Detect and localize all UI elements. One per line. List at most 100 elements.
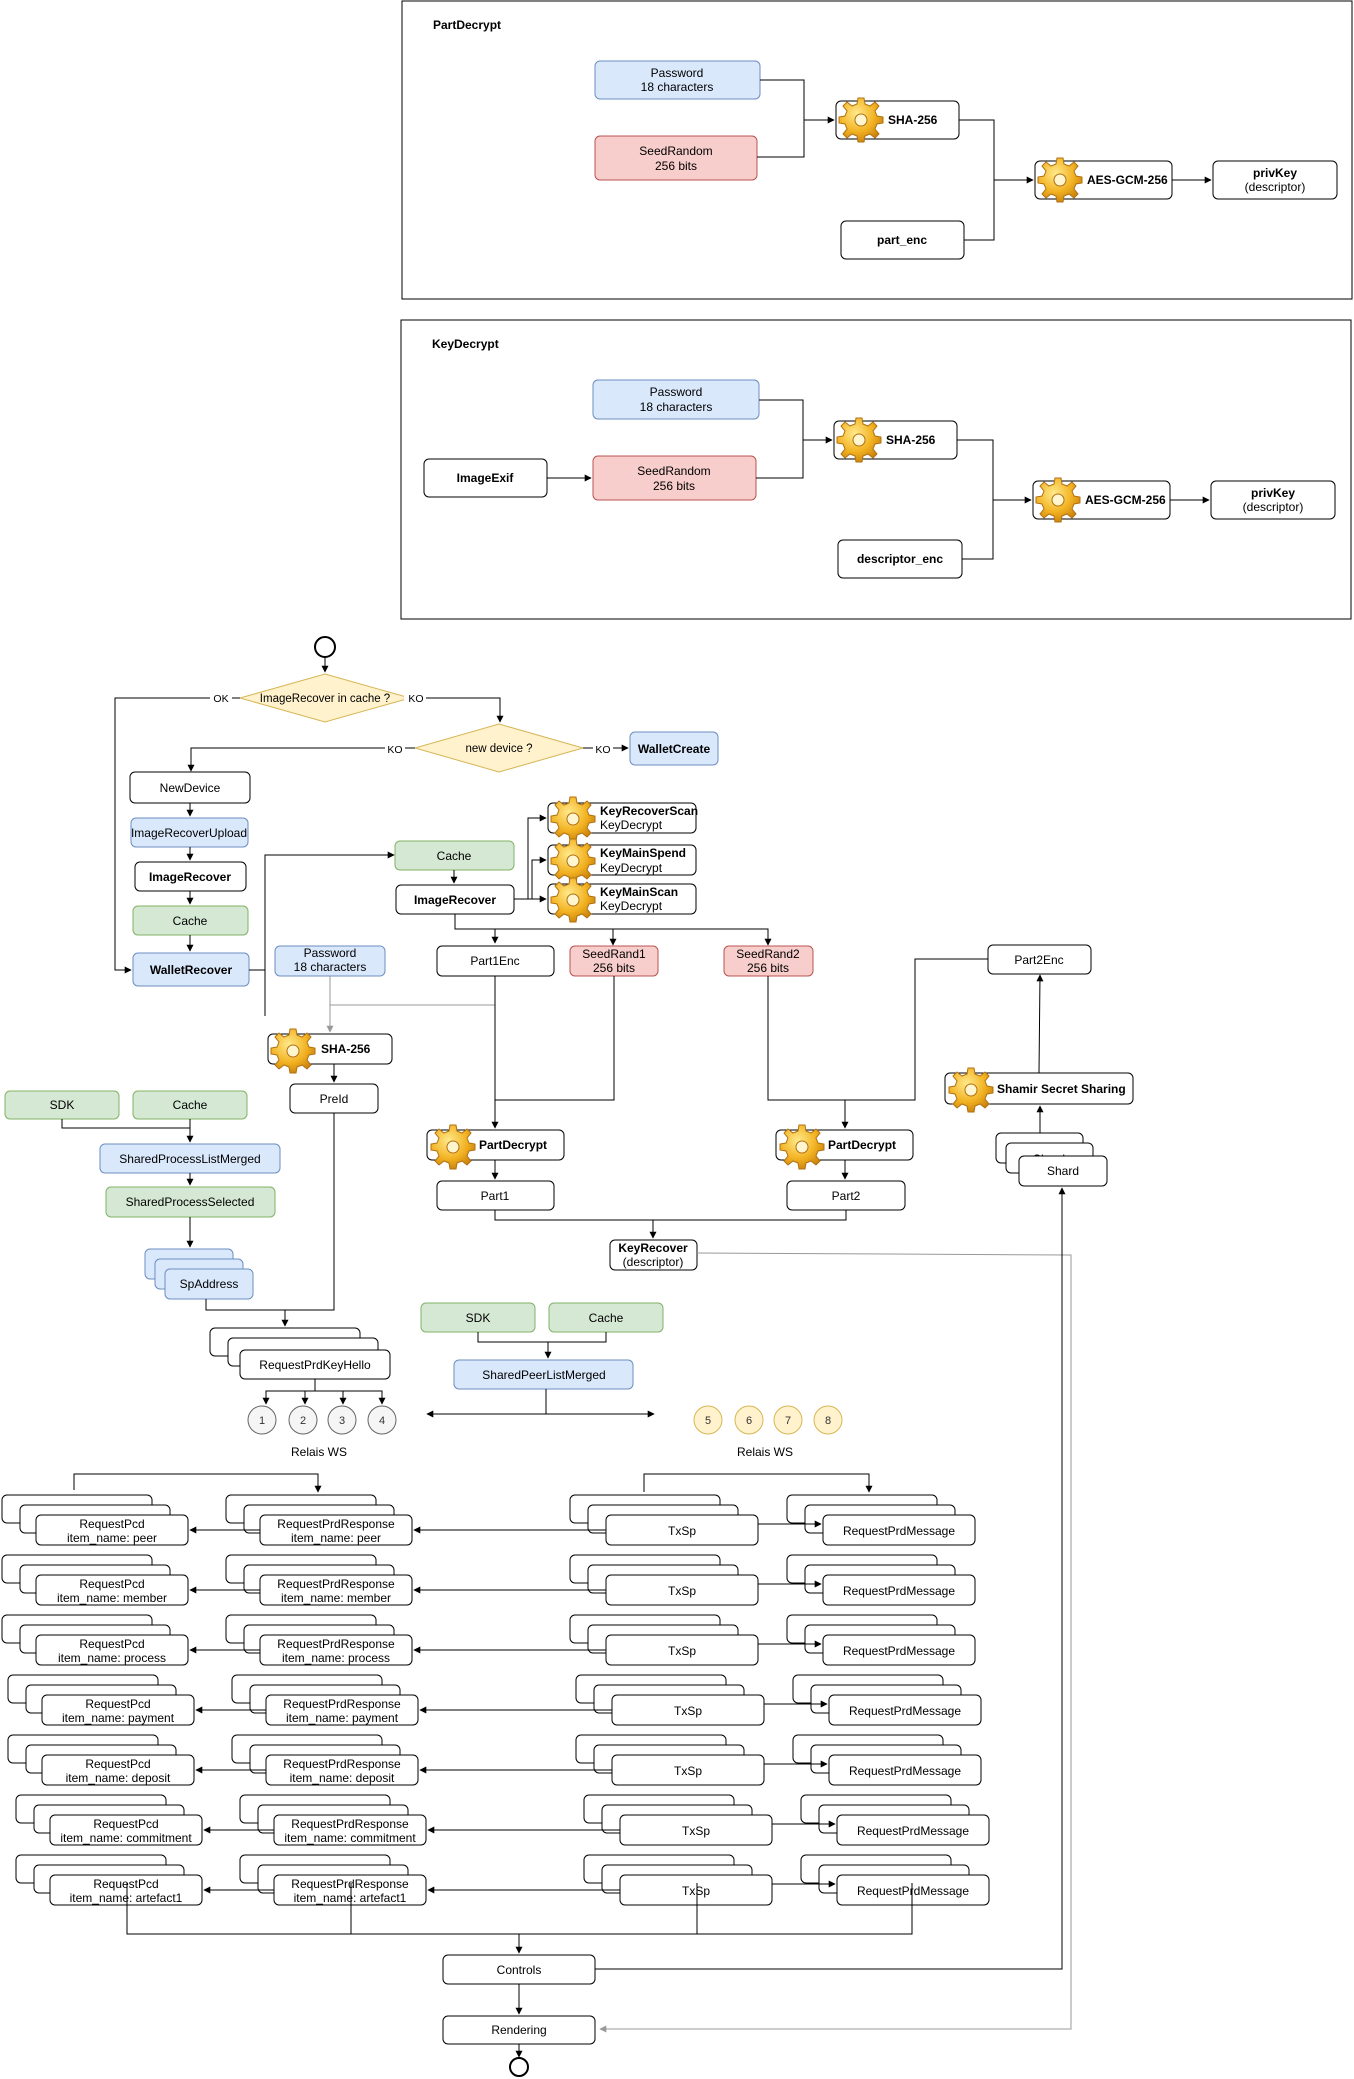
txsp-label: TxSp [668, 1644, 696, 1658]
seed-rand1-label: SeedRand1 [582, 947, 646, 961]
txsp-label: TxSp [682, 1824, 710, 1838]
privkey-label: privKey [1253, 166, 1297, 180]
relais-node [367, 1405, 397, 1435]
seed-label: SeedRandom [637, 464, 710, 478]
key-recover-scan-box: KeyRecoverScan KeyDecrypt [547, 796, 698, 842]
relais-number: 1 [259, 1415, 265, 1427]
key-main-scan-label: KeyMainScan [600, 885, 678, 899]
key-main-spend-box: KeyMainSpend KeyDecrypt [547, 838, 697, 884]
panel-title: KeyDecrypt [432, 337, 499, 351]
panel-connectors [547, 399, 1210, 560]
image-recover2-label: ImageRecover [414, 893, 496, 907]
request-pcd-box [35, 1514, 189, 1546]
panel-connectors [757, 79, 1212, 241]
request-pcd-box [49, 1814, 203, 1846]
request-pcd-box [41, 1754, 195, 1786]
relais-label: Relais WS [737, 1445, 793, 1459]
gear-icon [1037, 157, 1083, 203]
txsp-label: TxSp [674, 1704, 702, 1718]
key-recover-box [609, 1239, 698, 1271]
gear-icon [550, 877, 596, 923]
request-pcd-item: item_name: peer [67, 1531, 157, 1545]
gear-icon [948, 1067, 994, 1113]
request-pcd-label: RequestPcd [79, 1517, 144, 1531]
rendering-label: Rendering [491, 2023, 546, 2037]
relais-number: 2 [300, 1415, 306, 1427]
sha-label: SHA-256 [888, 113, 938, 127]
request-pcd-label: RequestPcd [93, 1817, 158, 1831]
privkey-label: privKey [1251, 486, 1295, 500]
cache4-label: Cache [589, 1311, 624, 1325]
ko-label: KO [595, 744, 610, 756]
request-pcd-label: RequestPcd [85, 1757, 150, 1771]
privkey-box [1210, 480, 1336, 520]
ko-label: KO [408, 693, 423, 705]
request-response-label: RequestPrdResponse [277, 1577, 395, 1591]
password-length: 18 characters [641, 80, 714, 94]
part1-enc-label: Part1Enc [470, 954, 519, 968]
sha-label: SHA-256 [321, 1042, 371, 1056]
request-message-label: RequestPrdMessage [849, 1704, 961, 1718]
start-node [314, 636, 336, 658]
image-recover-label: ImageRecover [149, 870, 231, 884]
key-decrypt-sub: KeyDecrypt [600, 861, 663, 875]
gear-icon [1035, 477, 1081, 523]
request-pcd-item: item_name: commitment [60, 1831, 192, 1845]
request-response-item: item_name: payment [286, 1711, 399, 1725]
gear-icon [838, 97, 884, 143]
request-response-label: RequestPrdResponse [277, 1637, 395, 1651]
relais-right-group: 5 6 7 8 Relais WS [693, 1405, 843, 1459]
request-message-box [828, 1694, 982, 1726]
main-flow: ImageRecover in cache ? OK KO new device… [4, 636, 1134, 2033]
image-exif-label: ImageExif [457, 471, 515, 485]
key-recover-label: KeyRecover [618, 1241, 688, 1255]
relais-node [693, 1405, 723, 1435]
key-main-scan-box: KeyMainScan KeyDecrypt [547, 877, 697, 923]
decision-cache-label: ImageRecover in cache ? [260, 693, 390, 705]
relais-node [734, 1405, 764, 1435]
part-decrypt1-label: PartDecrypt [479, 1138, 547, 1152]
gear-icon [550, 796, 596, 842]
seed-bits: 256 bits [655, 159, 697, 173]
wallet-recover-label: WalletRecover [150, 963, 233, 977]
request-message-box [822, 1574, 976, 1606]
seed-bits: 256 bits [653, 479, 695, 493]
request-response-item: item_name: peer [291, 1531, 381, 1545]
request-response-label: RequestPrdResponse [277, 1517, 395, 1531]
sdk-label: SDK [50, 1098, 75, 1112]
key-decrypt-sub: KeyDecrypt [600, 818, 663, 832]
request-pcd-item: item_name: process [58, 1651, 166, 1665]
shard-label: Shard [1047, 1164, 1079, 1178]
new-device-label: NewDevice [160, 781, 221, 795]
request-message-label: RequestPrdMessage [843, 1644, 955, 1658]
request-response-label: RequestPrdResponse [291, 1877, 409, 1891]
request-message-label: RequestPrdMessage [857, 1884, 969, 1898]
panel-title: PartDecrypt [433, 18, 501, 32]
shared-process-list-label: SharedProcessListMerged [119, 1152, 260, 1166]
shared-process-selected-label: SharedProcessSelected [126, 1195, 255, 1209]
request-pcd-box [41, 1694, 195, 1726]
aes-label: AES-GCM-256 [1087, 173, 1168, 187]
panel-key-decrypt: KeyDecrypt ImageExif Password 18 charact… [400, 319, 1352, 620]
relais-label: Relais WS [291, 1445, 347, 1459]
relais-number: 3 [339, 1415, 345, 1427]
request-pcd-label: RequestPcd [93, 1877, 158, 1891]
request-pcd-label: RequestPcd [79, 1637, 144, 1651]
sp-address-box [164, 1268, 254, 1300]
request-message-label: RequestPrdMessage [843, 1524, 955, 1538]
gear-icon [550, 838, 596, 884]
request-response-label: RequestPrdResponse [283, 1757, 401, 1771]
decision-cache [238, 673, 412, 723]
part-enc-label: part_enc [877, 233, 927, 247]
request-hello-label: RequestPrdKeyHello [259, 1358, 371, 1372]
part-decrypt-connectors [491, 958, 988, 1129]
relais-node [773, 1405, 803, 1435]
image-recover-connectors [454, 814, 772, 946]
part1-label: Part1 [481, 1189, 510, 1203]
request-pcd-box [35, 1634, 189, 1666]
key-decrypt-sub: KeyDecrypt [600, 899, 663, 913]
request-pcd-box [35, 1574, 189, 1606]
password-length: 18 characters [294, 960, 367, 974]
key-recover-sub: (descriptor) [623, 1255, 684, 1269]
